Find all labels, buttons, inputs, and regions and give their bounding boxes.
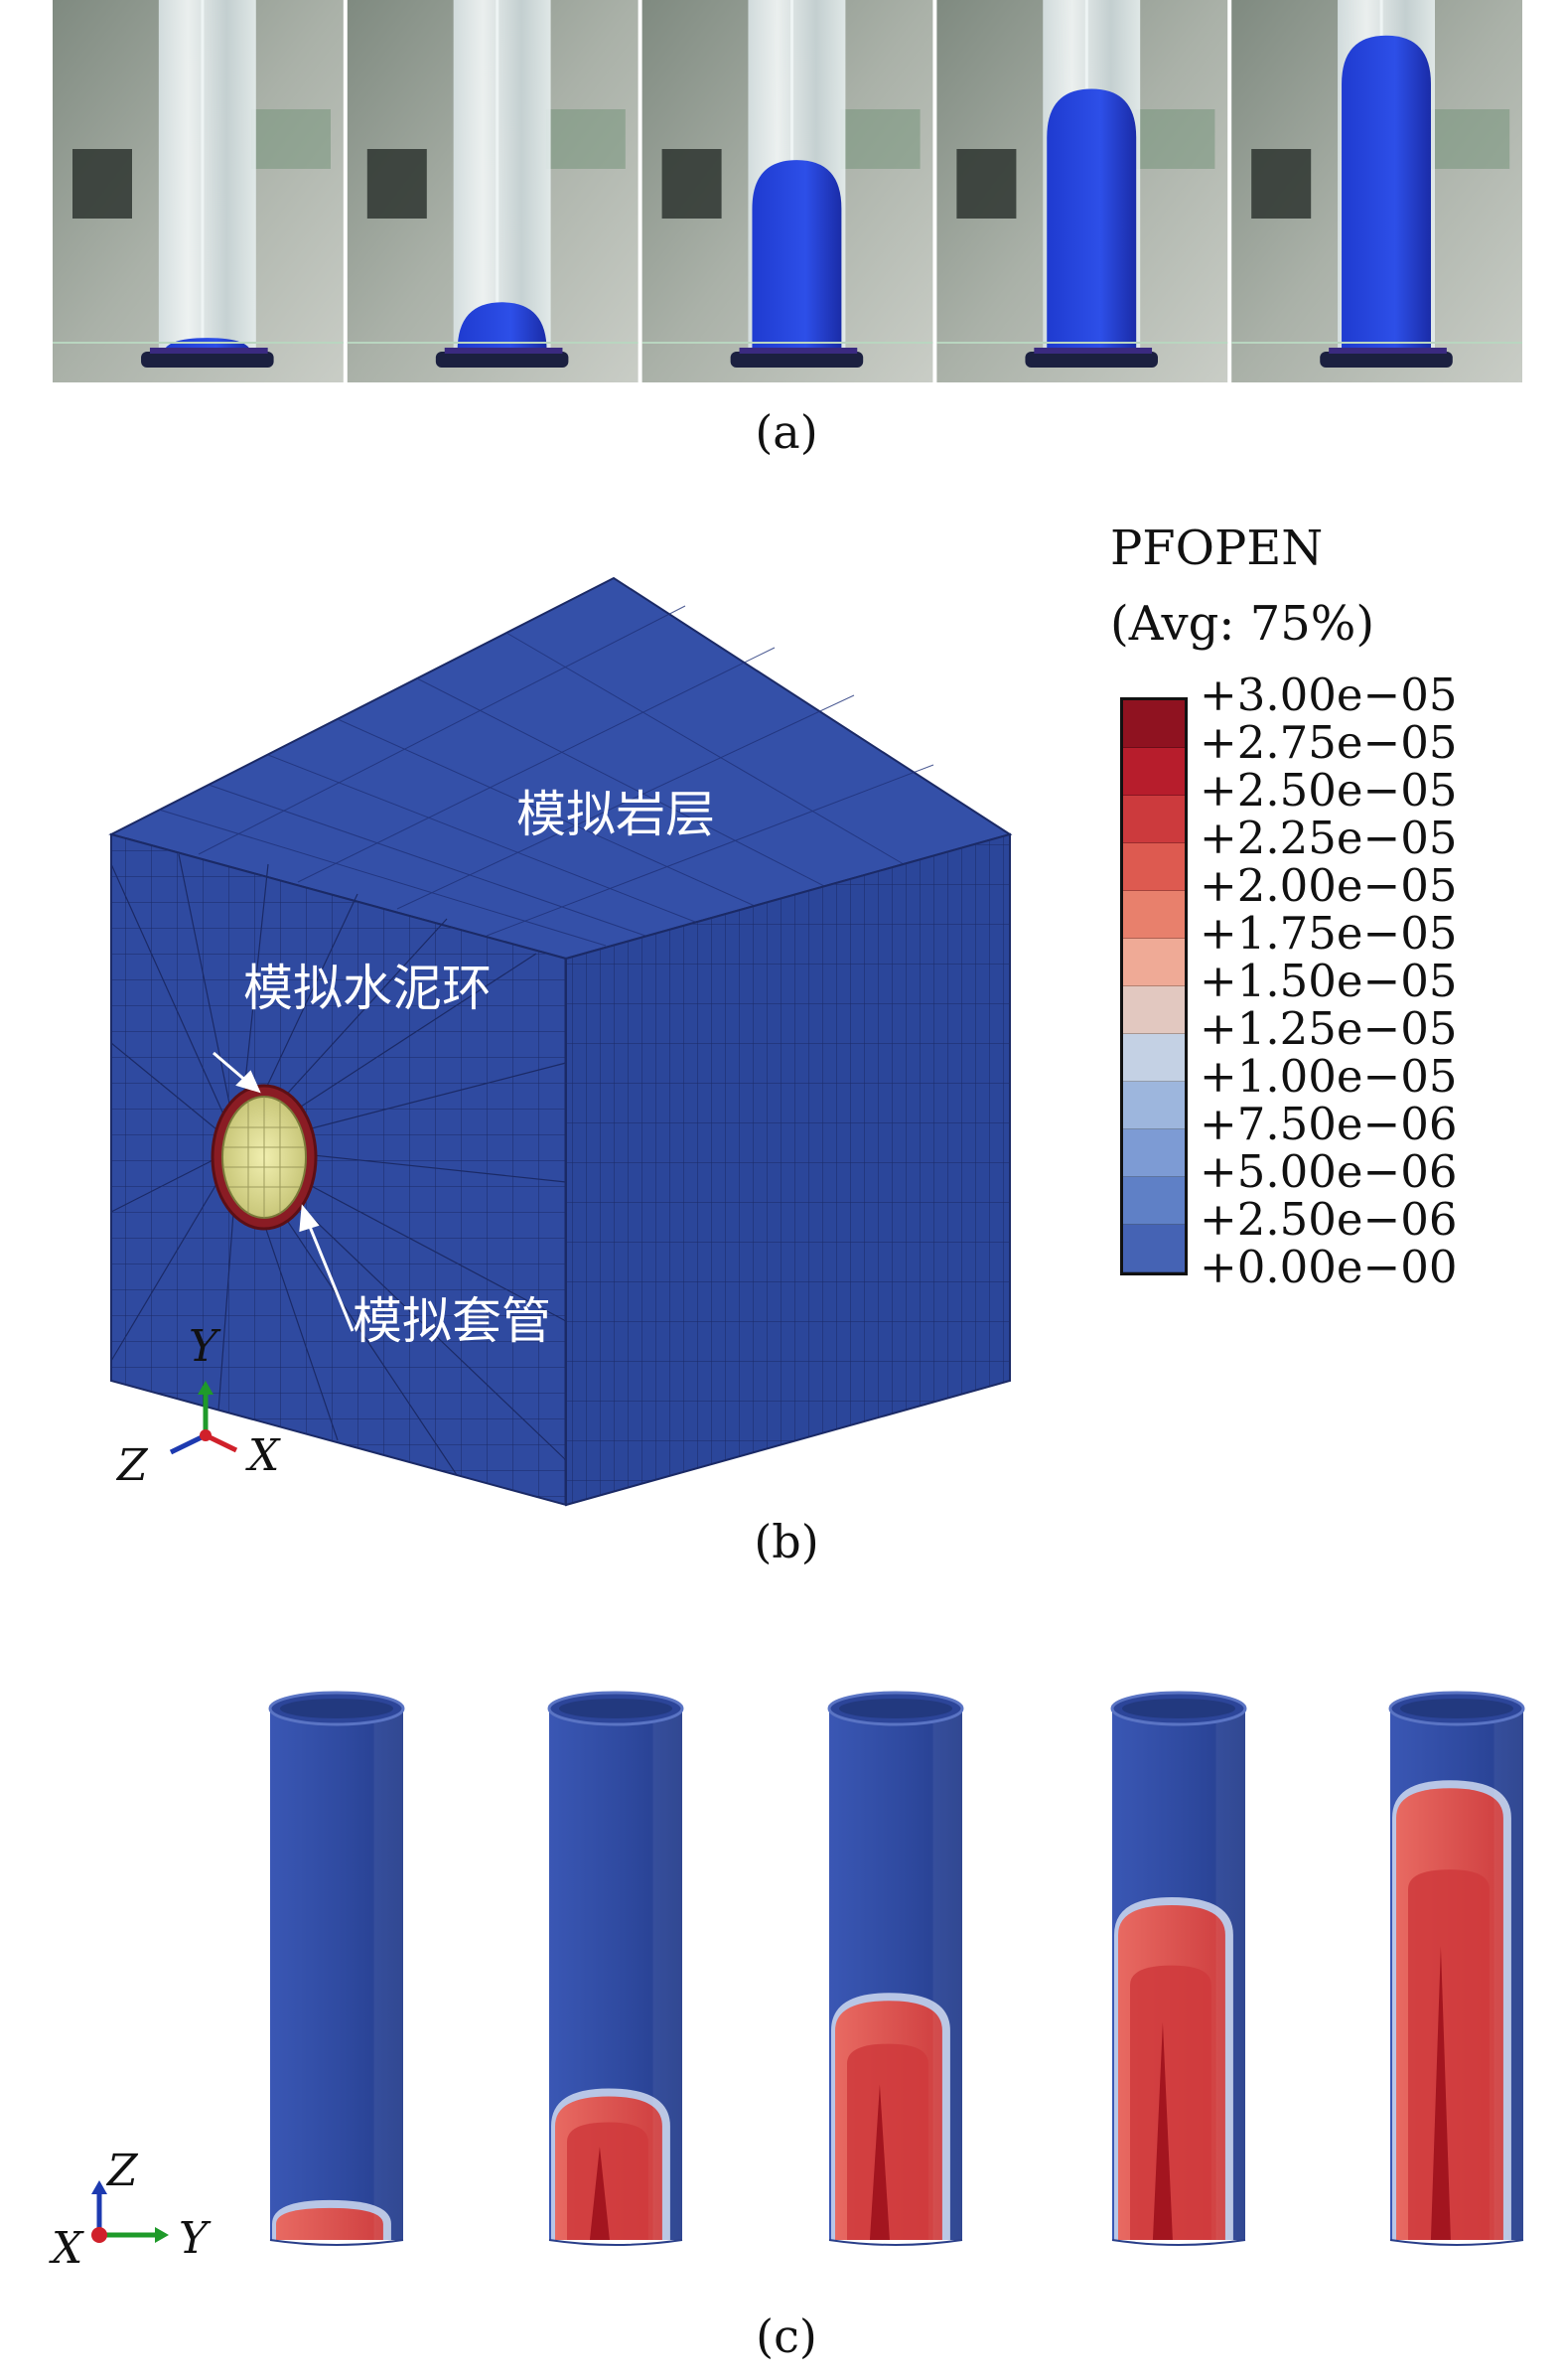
legend-swatch [1123, 1082, 1185, 1129]
panel-b-axis-triad [169, 1381, 238, 1455]
blue-fluid [1342, 35, 1431, 357]
panel-c-axis-triad [91, 2180, 169, 2243]
cylinder [1110, 1691, 1247, 2246]
legend-swatch [1123, 1177, 1185, 1225]
label-cement-ring: 模拟水泥环 [243, 960, 492, 1017]
panel-b-axis-y: Y [189, 1321, 218, 1372]
panel-c-axis-y: Y [179, 2213, 209, 2264]
panel-a-photo-strip [53, 0, 1522, 382]
cylinder [268, 1691, 405, 2246]
label-casing: 模拟套管 [353, 1292, 551, 1350]
panel-c-cylinders [91, 1691, 1525, 2246]
legend-swatch [1123, 1034, 1185, 1082]
pressure-plume [276, 2207, 383, 2240]
panel-c-axis-x: X [52, 2223, 83, 2274]
legend-swatch [1123, 796, 1185, 843]
legend-swatch [1123, 1129, 1185, 1177]
panel-a-caption: (a) [755, 405, 818, 459]
legend-label: +3.00e−05 [1200, 669, 1458, 721]
legend-label: +1.00e−05 [1200, 1050, 1458, 1103]
legend-label: +2.25e−05 [1200, 812, 1458, 864]
cylinder [547, 1691, 684, 2246]
rock-side-face [565, 832, 1011, 1507]
label-rock-layer: 模拟岩层 [516, 786, 715, 843]
panel-b-axis-x: X [248, 1430, 280, 1481]
legend-labels: +3.00e−05+2.75e−05+2.50e−05+2.25e−05+2.0… [1200, 671, 1458, 1291]
blue-fluid [752, 160, 842, 356]
legend-label: +1.75e−05 [1200, 907, 1458, 960]
blue-fluid [1047, 88, 1137, 356]
legend-label: +7.50e−06 [1200, 1098, 1458, 1150]
legend-label: +2.50e−06 [1200, 1193, 1458, 1246]
legend-label: +1.50e−05 [1200, 955, 1458, 1007]
panel-b-mesh-model [108, 576, 1013, 1507]
legend-swatch [1123, 700, 1185, 748]
panel-c-caption: (c) [756, 2309, 817, 2363]
legend-swatch [1123, 748, 1185, 796]
legend-title: PFOPEN [1110, 521, 1324, 576]
legend-swatch [1123, 891, 1185, 939]
legend-swatch [1123, 843, 1185, 891]
legend-label: +2.50e−05 [1200, 764, 1458, 817]
legend-label: +1.25e−05 [1200, 1002, 1458, 1055]
legend-label: +2.00e−05 [1200, 859, 1458, 912]
legend-label: +5.00e−06 [1200, 1145, 1458, 1198]
panel-b-axis-z: Z [117, 1440, 148, 1491]
annotation-arrows [213, 1051, 355, 1332]
legend-subtitle: (Avg: 75%) [1110, 596, 1375, 652]
cylinder [1388, 1691, 1525, 2246]
panel-c-axis-z: Z [107, 2146, 138, 2196]
legend-label: +2.75e−05 [1200, 716, 1458, 769]
legend-swatch [1123, 939, 1185, 986]
panel-b-caption: (b) [754, 1515, 819, 1568]
legend-color-bar [1120, 697, 1188, 1275]
legend-label: +0.00e−00 [1200, 1241, 1458, 1293]
cylinder [827, 1691, 964, 2246]
legend-swatch [1123, 1225, 1185, 1272]
legend-swatch [1123, 986, 1185, 1034]
